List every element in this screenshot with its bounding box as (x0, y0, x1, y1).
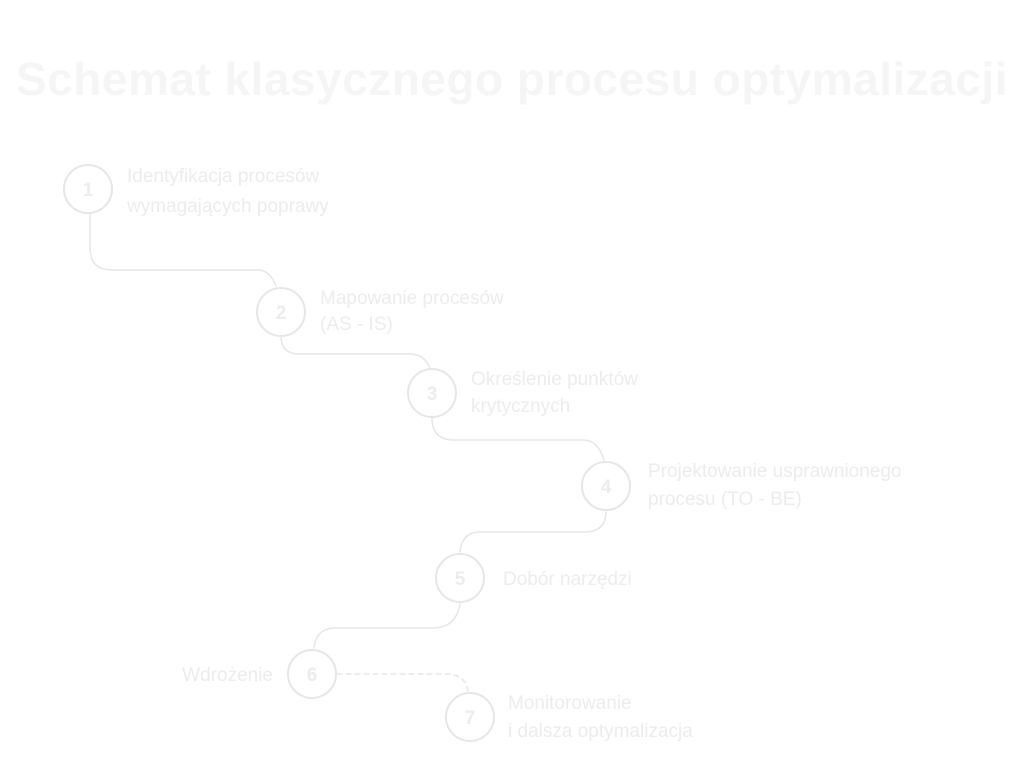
step-3: 3 Określenie punktów krytycznych (407, 368, 638, 418)
step-2-label-line-2: (AS - IS) (320, 314, 393, 335)
step-5-circle (435, 553, 485, 603)
step-7-label-line-2: i dalsza optymalizacja (508, 721, 693, 742)
step-1-label-line-1: Identyfikacja procesów (127, 166, 319, 187)
step-6-label-line-1: Wdrożenie (182, 665, 273, 686)
connectors (89, 212, 607, 693)
step-6-circle (287, 649, 337, 699)
step-3-circle (407, 368, 457, 418)
connector-3-4 (431, 417, 605, 461)
step-2-label-line-1: Mapowanie procesów (320, 288, 504, 309)
diagram-title: Schemat klasycznego procesu optymalizacj… (16, 53, 1008, 105)
connector-5-6 (313, 603, 461, 649)
step-6: 6 Wdrożenie (182, 649, 337, 699)
step-4: 4 Projektowanie usprawnionego procesu (T… (581, 461, 902, 511)
connector-1-2 (89, 212, 277, 287)
step-5-number: 5 (455, 569, 466, 590)
step-4-label-line-2: procesu (TO - BE) (648, 489, 802, 510)
step-7-number: 7 (465, 708, 476, 729)
step-2-number: 2 (276, 303, 287, 324)
step-1: 1 Identyfikacja procesów wymagających po… (63, 164, 329, 217)
step-2-circle (256, 287, 306, 337)
connector-4-5 (459, 511, 607, 553)
step-6-number: 6 (307, 665, 318, 686)
step-7-circle (445, 692, 495, 742)
step-1-number: 1 (83, 180, 94, 201)
step-7-label-line-1: Monitorowanie (508, 693, 632, 714)
step-1-label-line-2: wymagających poprawy (126, 196, 329, 217)
step-7: 7 Monitorowanie i dalsza optymalizacja (445, 692, 693, 742)
connector-6-7 (336, 673, 469, 693)
connector-2-3 (280, 335, 431, 369)
step-5-label-line-1: Dobór narzędzi (503, 569, 632, 590)
step-4-circle (581, 461, 631, 511)
step-2: 2 Mapowanie procesów (AS - IS) (256, 287, 504, 337)
step-4-number: 4 (601, 477, 612, 498)
step-4-label-line-1: Projektowanie usprawnionego (648, 461, 902, 482)
step-3-number: 3 (427, 384, 438, 405)
step-3-label-line-2: krytycznych (471, 396, 570, 417)
step-3-label-line-1: Określenie punktów (471, 369, 638, 390)
step-1-circle (63, 164, 113, 214)
step-5: 5 Dobór narzędzi (435, 553, 632, 603)
